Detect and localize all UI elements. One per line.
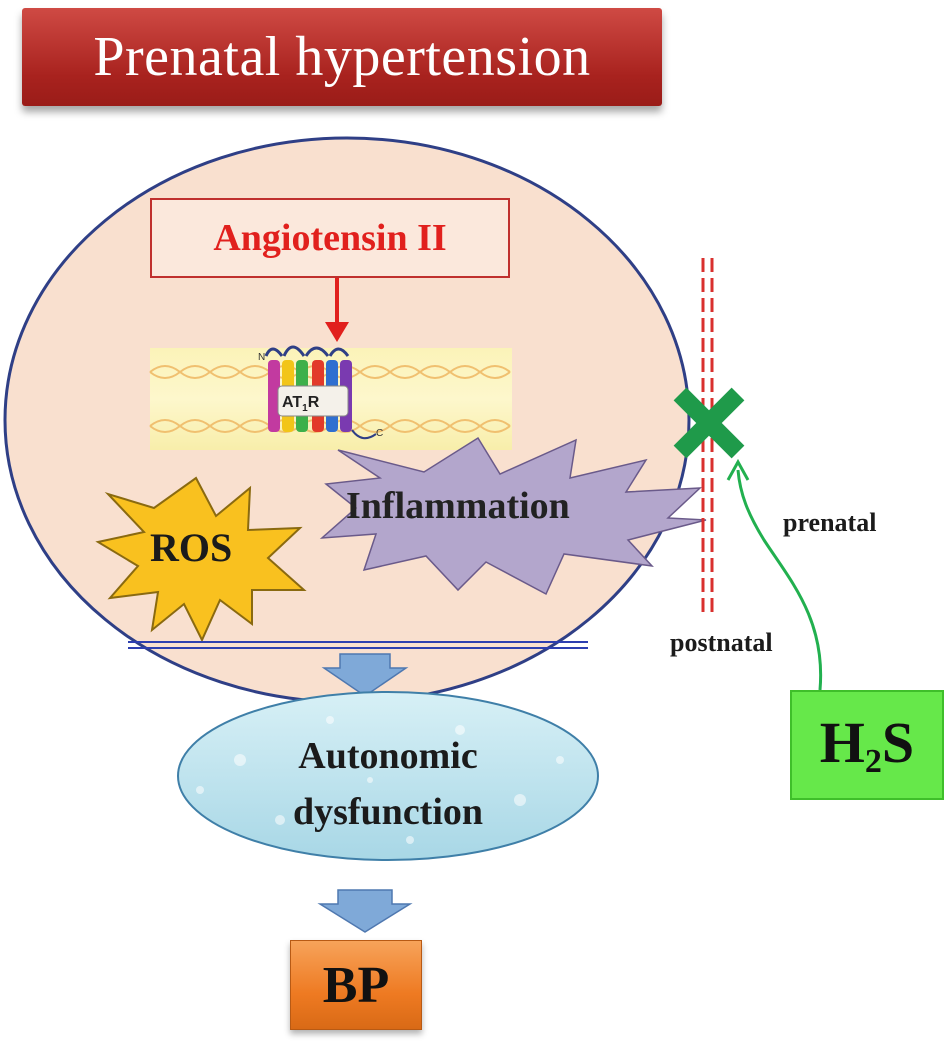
- title-banner: Prenatal hypertension: [22, 8, 662, 106]
- angiotensin-label: Angiotensin II: [213, 217, 447, 259]
- inflammation-label: Inflammation: [346, 485, 570, 527]
- h2s-label: H2S: [820, 709, 914, 781]
- autonomic-label-line2: dysfunction: [292, 791, 484, 833]
- page-title: Prenatal hypertension: [93, 26, 591, 88]
- h2s-label-suffix: S: [881, 710, 915, 775]
- water-drops-texture: [196, 716, 564, 844]
- ros-label: ROS: [150, 525, 233, 570]
- inflammation-starburst: [319, 436, 707, 596]
- block-x-icon: [673, 387, 745, 459]
- h2s-box: H2S: [790, 690, 944, 800]
- autonomic-label-line1: Autonomic: [298, 735, 478, 777]
- bp-box: BP: [290, 940, 422, 1030]
- at1r-label-main: AT: [282, 394, 303, 411]
- separator-line: [128, 641, 588, 649]
- h2s-label-sub: 2: [864, 743, 882, 780]
- receptor-n-terminal: N: [258, 352, 266, 363]
- h2s-arrow: [726, 458, 823, 691]
- at1r-label: AT1R: [282, 394, 319, 414]
- at1r-label-suffix: R: [307, 394, 320, 411]
- down-arrow-1: [321, 653, 409, 697]
- bp-label: BP: [322, 956, 390, 1014]
- prenatal-label: prenatal: [783, 508, 877, 537]
- angiotensin-arrow: [325, 276, 349, 342]
- h2s-label-main: H: [819, 710, 865, 775]
- ros-starburst: [95, 476, 307, 643]
- receptor-c-terminal: C: [376, 428, 384, 439]
- down-arrow-2: [317, 889, 413, 933]
- postnatal-label: postnatal: [670, 628, 773, 657]
- at1r-label-sub: 1: [302, 403, 308, 415]
- at1r-receptor-icon: [264, 345, 377, 440]
- angiotensin-box: Angiotensin II: [150, 198, 510, 278]
